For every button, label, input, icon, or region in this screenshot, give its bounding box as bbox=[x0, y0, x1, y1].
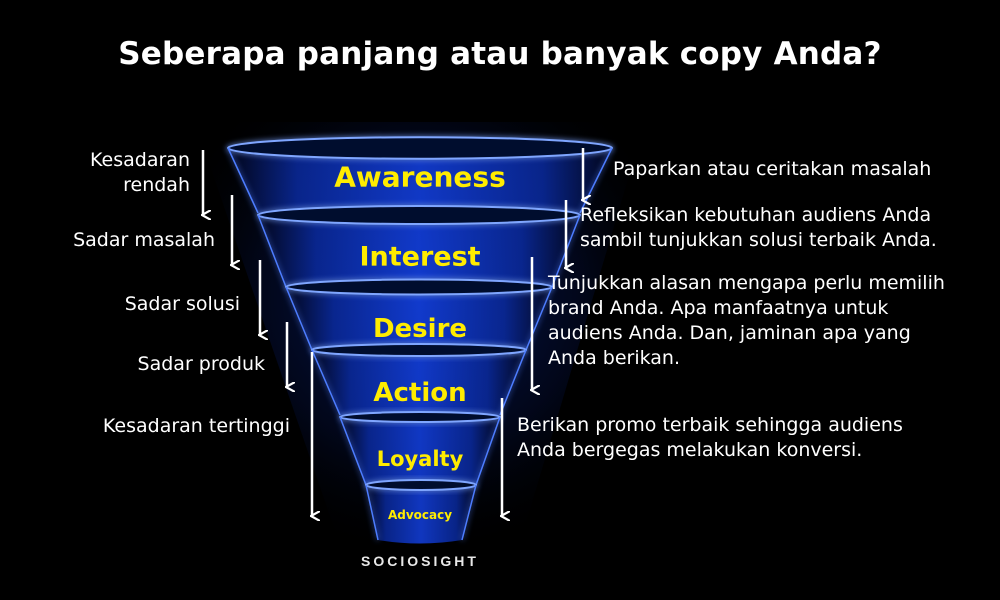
brand-logo: SOCIOSIGHT bbox=[361, 553, 479, 569]
stage-advocacy: Advocacy bbox=[387, 508, 453, 522]
stage-desire: Desire bbox=[372, 314, 468, 344]
right-label-awareness: Paparkan atau ceritakan masalah bbox=[613, 158, 932, 180]
funnel-band-5 bbox=[339, 411, 501, 489]
right-label-desire: Tunjukkan alasan mengapa perlu memilih b… bbox=[548, 272, 945, 369]
funnel-band-4 bbox=[311, 343, 527, 420]
stage-action: Action bbox=[373, 378, 467, 408]
stage-awareness: Awareness bbox=[334, 160, 506, 194]
left-label-sadar-produk: Sadar produk bbox=[137, 353, 265, 375]
stage-loyalty: Loyalty bbox=[376, 447, 464, 471]
funnel-band-6 bbox=[365, 479, 477, 544]
left-label-kesadaran-rendah: Kesadaran rendah bbox=[90, 149, 190, 196]
right-label-action: Berikan promo terbaik sehingga audiens A… bbox=[517, 414, 903, 461]
left-label-kesadaran-tertinggi: Kesadaran tertinggi bbox=[102, 415, 290, 437]
page-title: Seberapa panjang atau banyak copy Anda? bbox=[118, 36, 882, 72]
stage-interest: Interest bbox=[359, 241, 481, 273]
left-label-sadar-solusi: Sadar solusi bbox=[124, 293, 240, 315]
right-label-interest: Refleksikan kebutuhan audiens Anda sambi… bbox=[580, 204, 937, 251]
left-label-sadar-masalah: Sadar masalah bbox=[73, 229, 215, 251]
funnel-band-3 bbox=[285, 278, 553, 356]
